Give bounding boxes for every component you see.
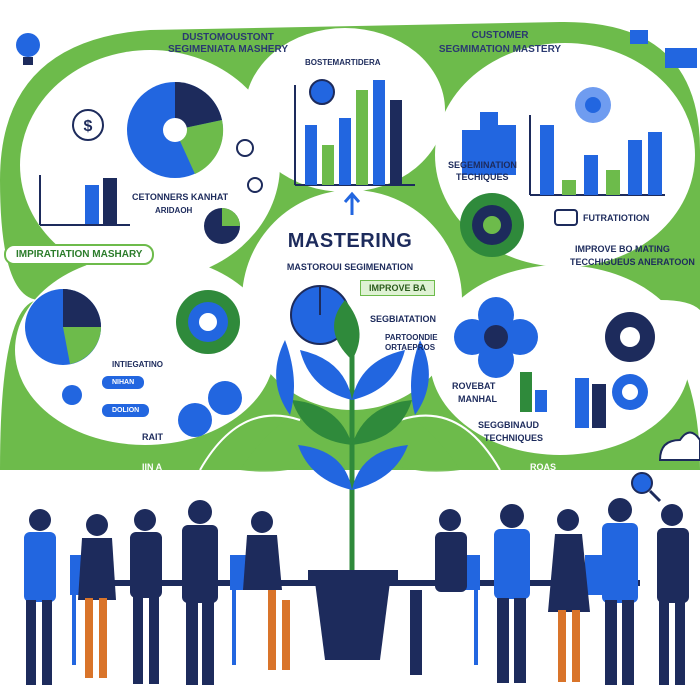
pie-slice-2	[175, 120, 224, 174]
plant-icon	[276, 300, 429, 580]
svg-text:$: $	[84, 118, 93, 135]
bar-r1	[462, 130, 480, 175]
right-improve-2: TECCHIGUEUS ANERATOON	[570, 257, 695, 267]
right-futuration: FUTRATIOTION	[583, 213, 650, 223]
bar-left-1	[85, 185, 99, 225]
chat-icon	[554, 209, 578, 226]
magnifier-icon	[631, 472, 662, 503]
pie-small-1	[208, 381, 242, 415]
network-node-1	[236, 139, 254, 157]
pie-small-2	[178, 403, 212, 437]
right-bottom-label-2: TECHNIQUES	[484, 433, 544, 443]
pie-hole	[163, 118, 187, 142]
center-small-2: ORTAEPROS	[385, 343, 436, 352]
header-left: DUSTOMOUSTONT SEGIMENIATA MASHERY	[167, 32, 288, 55]
bar-c3	[339, 118, 351, 185]
bar-r3	[498, 125, 516, 175]
bar-left-2	[103, 178, 117, 225]
bar-r8	[628, 140, 642, 195]
right-top-label-2: TECHIQUES	[456, 172, 509, 182]
bottom-right-tag: ROAS	[530, 462, 557, 472]
bar-c5	[373, 80, 385, 185]
bar-r7	[606, 170, 620, 195]
bar-r6	[584, 155, 598, 195]
leaf-vein-2	[399, 414, 501, 471]
right-top-label-1: SEGEMINATION	[448, 160, 517, 170]
bar-r4	[540, 125, 554, 195]
network-node-2	[247, 177, 263, 193]
center-segment-label: SEGBIATATION	[370, 314, 436, 324]
pill-1[interactable]: NIHAN	[102, 376, 145, 389]
left-chart-label-1: CETONNERS KANHAT	[132, 192, 229, 202]
bar-c4	[356, 90, 368, 185]
bar-c2	[322, 145, 334, 185]
target-icon	[309, 79, 335, 105]
page-title: MASTERING	[287, 230, 413, 252]
cloud-icon	[658, 431, 700, 461]
bar-c1	[305, 125, 317, 185]
right-mid-label-1: ROVEBAT	[452, 381, 496, 391]
bar-r5	[562, 180, 576, 195]
left-lower-heading: INTIEGATINO	[112, 360, 163, 369]
flower-icon	[454, 297, 538, 378]
document-icon	[630, 30, 697, 68]
bottom-left-tag: IIN A	[142, 462, 163, 472]
small-top-caption: BOSTEMARTIDERA	[305, 58, 381, 67]
right-mid-label-2: MANHAL	[458, 394, 497, 404]
page-subtitle: MASTOROUI SEGIMENATION	[286, 262, 414, 272]
gear-icon	[460, 193, 524, 257]
bar-r9	[648, 132, 662, 195]
pot	[315, 582, 390, 660]
lobe-bottom-right	[430, 265, 690, 455]
node-icon	[62, 385, 82, 405]
header-right-line1: CUSTOMER	[471, 30, 529, 41]
pot-rim	[308, 570, 398, 582]
bar-c6	[390, 100, 402, 185]
lobe-center	[242, 190, 462, 410]
pill-2[interactable]: DOLION	[102, 404, 150, 417]
header-right-line2: SEGMIMATION MASTERY	[438, 44, 562, 55]
ribbon-left: IMPIRATIATION MASHARY	[4, 244, 155, 265]
arrow-up-icon	[343, 191, 361, 215]
dollar-icon	[72, 109, 104, 141]
pie-slice-1	[175, 81, 222, 130]
ribbon-center: IMPROVE BA	[360, 280, 436, 296]
center-small-1: PARTOONDIE	[385, 333, 438, 342]
people-group	[24, 498, 689, 685]
left-lower-rait: RAIT	[142, 432, 163, 442]
right-improve-1: IMPROVE BO MATING	[575, 244, 670, 254]
lightbulb-icon	[16, 33, 40, 65]
axis-left	[39, 175, 130, 226]
bar-r2	[480, 112, 498, 175]
right-bottom-label-1: SEGGBINAUD	[478, 420, 540, 430]
leaf-vein-1	[199, 414, 301, 471]
left-chart-label-2: ARIDAOH	[155, 206, 193, 215]
table-top	[80, 580, 640, 586]
